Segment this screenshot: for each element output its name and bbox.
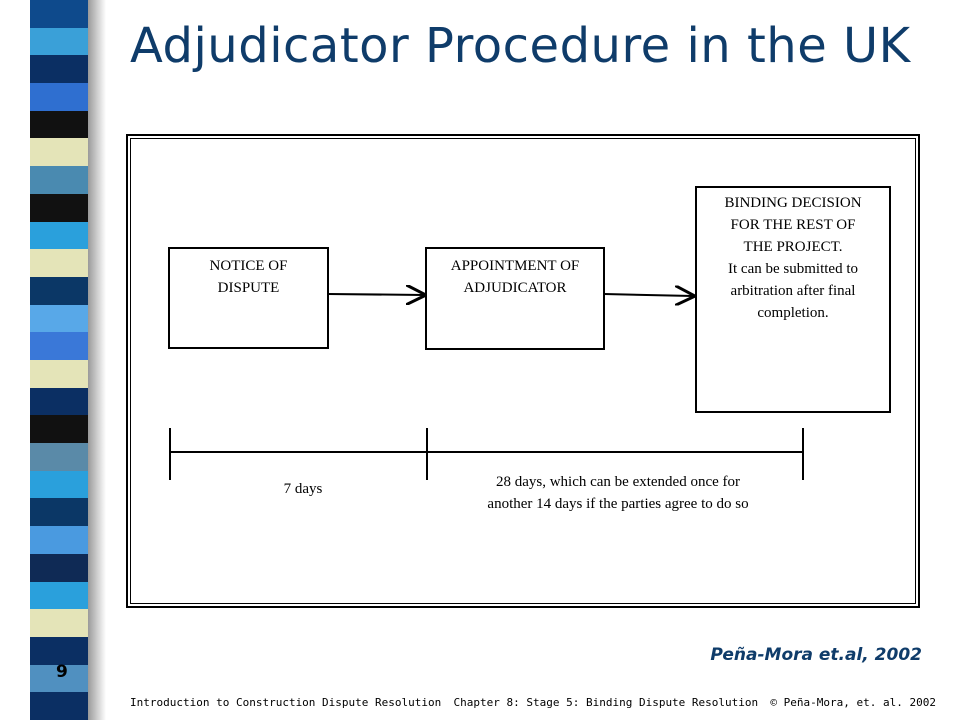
footer-chapter: Chapter 8: Stage 5: Binding Dispute Reso… (453, 696, 759, 709)
slide-title: Adjudicator Procedure in the UK (130, 18, 911, 74)
box-text-line: DISPUTE (217, 280, 280, 296)
stripe-segment (30, 553, 88, 583)
stripe-segment (30, 664, 88, 693)
stripe-segment (30, 110, 88, 139)
stripe-segment (30, 609, 88, 638)
box-text-line: completion. (757, 305, 829, 321)
stripe-segment (30, 332, 88, 361)
stripe-shadow (88, 0, 106, 720)
box-text-line: FOR THE REST OF (730, 217, 856, 233)
timeline-label-7-days: 7 days (283, 481, 323, 497)
stripe-segment (30, 304, 88, 333)
footer-course: Introduction to Construction Dispute Res… (130, 696, 442, 709)
citation: Peña-Mora et.al, 2002 (710, 645, 922, 665)
stripe-segment (30, 581, 88, 610)
stripe-segment (30, 27, 88, 56)
stripe-segment (30, 249, 88, 278)
arrow-appointment-to-decision (603, 294, 693, 296)
box-text-line: THE PROJECT. (743, 239, 843, 255)
stripe-segment (30, 276, 88, 306)
decorative-stripe-bar (30, 0, 88, 720)
stripe-segment (30, 55, 88, 84)
slide-number: 9 (56, 662, 68, 682)
stripe-segment (30, 221, 88, 250)
stripe-segment (30, 360, 88, 389)
stripe-segment (30, 166, 88, 195)
arrow-notice-to-appointment (327, 294, 424, 295)
notice-of-dispute-box: NOTICE OF DISPUTE (168, 247, 329, 349)
appointment-of-adjudicator-box: APPOINTMENT OF ADJUDICATOR (425, 247, 605, 350)
stripe-segment (30, 443, 88, 472)
diagram-frame: NOTICE OF DISPUTE APPOINTMENT OF ADJUDIC… (126, 134, 920, 608)
stripe-segment (30, 83, 88, 112)
diagram-connectors (169, 136, 804, 480)
box-text-line: APPOINTMENT OF (450, 258, 580, 274)
stripe-segment (30, 526, 88, 555)
box-text-line: arbitration after final (730, 283, 856, 299)
timeline-label-line: another 14 days if the parties agree to … (487, 496, 749, 512)
timeline-label-line: 28 days, which can be extended once for (495, 474, 741, 490)
stripe-segment (30, 0, 88, 29)
box-text-line: NOTICE OF (209, 258, 288, 274)
stripe-segment (30, 470, 88, 499)
stripe-segment (30, 498, 88, 527)
footer: Introduction to Construction Dispute Res… (130, 696, 936, 709)
stripe-segment (30, 138, 88, 167)
box-text-line: BINDING DECISION (724, 195, 862, 211)
binding-decision-box: BINDING DECISION FOR THE REST OF THE PRO… (695, 186, 891, 413)
footer-copyright: © Peña-Mora, et. al. 2002 (770, 696, 936, 709)
stripe-segment (30, 193, 88, 223)
stripe-segment (30, 692, 88, 720)
stripe-segment (30, 387, 88, 416)
box-text-line: It can be submitted to (728, 261, 858, 277)
stripe-segment (30, 636, 88, 666)
timeline-label-28-days: 28 days, which can be extended once for … (433, 471, 803, 515)
box-text-line: ADJUDICATOR (463, 280, 567, 296)
stripe-segment (30, 415, 88, 444)
